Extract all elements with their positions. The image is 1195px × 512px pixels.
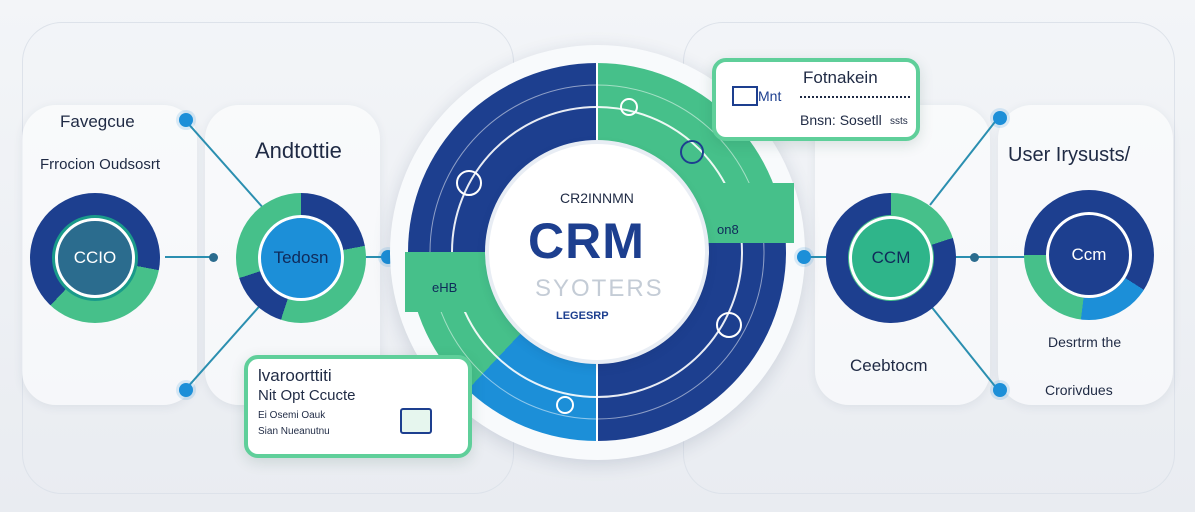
wheel-tab-left-label: eHB: [432, 280, 458, 295]
top-callout-filler: [800, 96, 910, 102]
crm-center: [489, 144, 705, 360]
top-callout-small: Bnsn: Sosetll: [800, 112, 882, 128]
right-ring2-caption2: Crorivdues: [1045, 382, 1113, 398]
right-ring-2: Ccm: [1024, 190, 1154, 320]
crm-bottom-text: LEGESRP: [556, 310, 609, 322]
wheel-icon-3: [456, 170, 482, 196]
document-icon: [400, 408, 432, 434]
node-dot: [209, 253, 218, 262]
bottom-callout-line3: Ei Osemi Oauk: [258, 410, 326, 421]
wheel-tab-right-label: on8: [717, 222, 739, 237]
top-callout: [712, 58, 920, 141]
left-subheading: Frrocion Oudsosrt: [40, 156, 161, 173]
left-ring-2: Tedosn: [236, 193, 366, 323]
crm-top-text: CR2INNMN: [560, 190, 634, 206]
top-callout-title: Fotnakein: [803, 68, 878, 87]
left-ring-2-label: Tedosn: [273, 248, 329, 267]
bottom-callout-line2: Nit Opt Ccucte: [258, 387, 356, 404]
wheel-tab-right: [694, 183, 794, 243]
left-heading: Favegcue: [60, 112, 135, 131]
node-dot: [993, 111, 1007, 125]
right-ring-2-label: Ccm: [1071, 245, 1107, 264]
left-ring2-title: Andtottie: [255, 138, 342, 163]
right-ring2-caption1: Desrtrm the: [1048, 334, 1122, 350]
wheel-icon-1: [620, 98, 638, 116]
bottom-callout-line1: lvaroorttiti: [258, 366, 332, 385]
bottom-callout-line4: Sian Nueanutnu: [258, 426, 330, 437]
node-dot: [179, 383, 193, 397]
node-dot: [179, 113, 193, 127]
left-ring-1-label: CCIO: [73, 248, 117, 267]
bottom-callout: [244, 355, 472, 458]
wheel-tab-left: [405, 252, 500, 312]
node-dot: [797, 250, 811, 264]
top-callout-logo: Mnt: [758, 88, 782, 104]
top-callout-suffix: ssts: [890, 116, 908, 127]
node-dot: [993, 383, 1007, 397]
node-dot: [970, 253, 979, 262]
left-ring-1: CCIO: [30, 193, 160, 323]
crm-subtitle: SYOTERS: [535, 275, 664, 302]
crm-title: CRM: [528, 213, 645, 269]
right-heading: User Irysusts/: [1008, 144, 1131, 166]
wheel-icon-5: [556, 396, 574, 414]
wheel-icon-4: [716, 312, 742, 338]
mail-icon: [732, 86, 758, 106]
wheel-icon-2: [680, 140, 704, 164]
right-ring-1: CCM: [826, 193, 956, 323]
right-ring1-caption: Ceebtocm: [850, 356, 928, 375]
right-ring-1-label: CCM: [871, 248, 911, 267]
